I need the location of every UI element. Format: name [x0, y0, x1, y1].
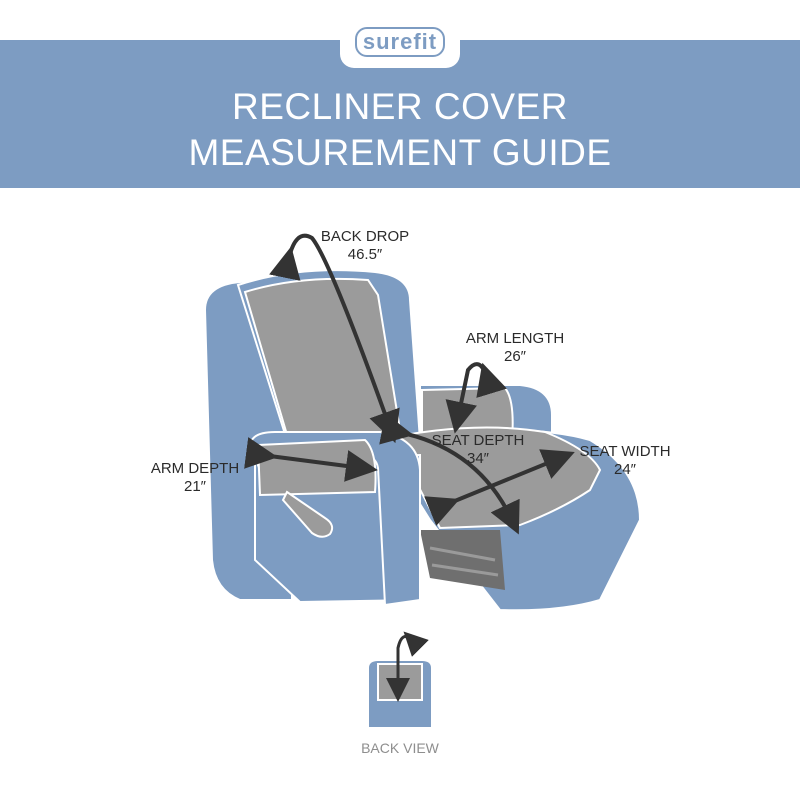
- page-title-line1: RECLINER COVER: [232, 86, 568, 127]
- arm-depth-value: 21″: [184, 478, 206, 495]
- seat-width-arrow: [424, 449, 575, 526]
- seat-depth-label: SEAT DEPTH 34″: [418, 432, 538, 468]
- arm-length-title: ARM LENGTH: [465, 330, 565, 347]
- arm-depth-label: ARM DEPTH 21″: [135, 460, 255, 496]
- measurement-arrows: [244, 233, 575, 535]
- recline-lever: [281, 490, 334, 538]
- page-title-line2: MEASUREMENT GUIDE: [188, 132, 612, 173]
- back-view-illustration: [367, 631, 433, 729]
- seat-width-value: 24″: [614, 461, 636, 478]
- back-drop-arrow: [269, 233, 400, 444]
- brand-logo-text: surefit: [354, 27, 446, 57]
- seat-depth-title: SEAT DEPTH: [431, 432, 525, 449]
- arm-length-arrow: [445, 362, 507, 434]
- arm-length-label: ARM LENGTH 26″: [450, 330, 580, 366]
- back-drop-value: 46.5″: [347, 246, 383, 263]
- back-drop-label: BACK DROP 46.5″: [300, 228, 430, 264]
- seat-width-title: SEAT WIDTH: [579, 443, 671, 460]
- arm-depth-title: ARM DEPTH: [150, 460, 240, 477]
- seat-depth-value: 34″: [467, 450, 489, 467]
- footrest-mechanism: [420, 530, 505, 590]
- arm-length-value: 26″: [504, 348, 526, 365]
- back-view-label: BACK VIEW: [361, 740, 439, 756]
- seat-width-label: SEAT WIDTH 24″: [565, 443, 685, 479]
- brand-logo: surefit: [340, 27, 460, 57]
- back-drop-title: BACK DROP: [320, 228, 410, 245]
- back-view-arrow: [386, 631, 429, 702]
- arm-depth-arrow: [244, 437, 378, 482]
